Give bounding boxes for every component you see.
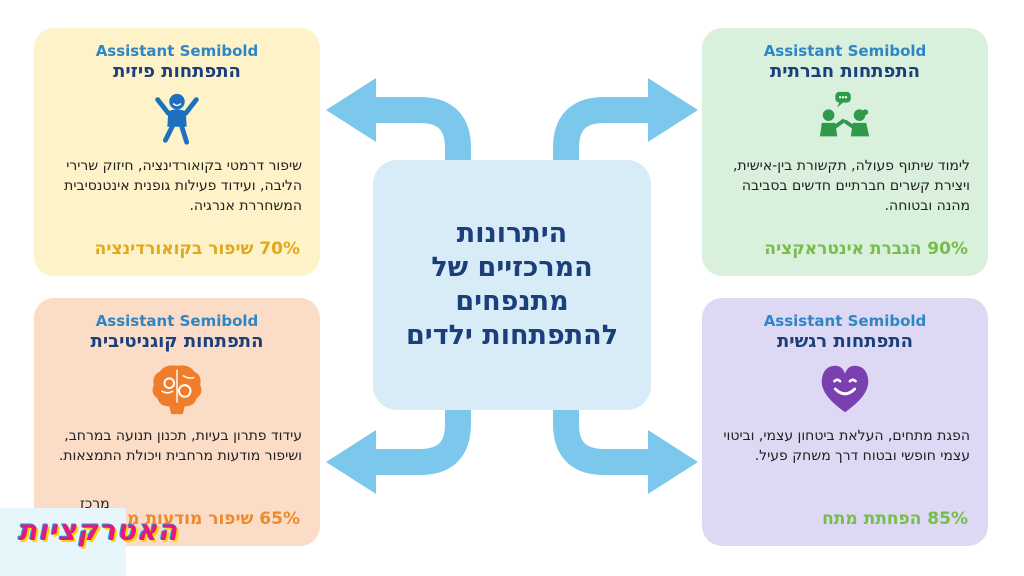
arrowhead-emotional	[648, 430, 698, 494]
brain-gears-icon	[152, 365, 202, 415]
card-stat: 85% הפחתת מתח	[822, 509, 968, 529]
card-stat: 70% שיפור בקואורדינציה	[94, 239, 300, 259]
center-title-line: המרכזיים של	[431, 252, 593, 283]
arrow-to-social	[553, 97, 652, 162]
card-social-development: Assistant Semibold התפתחות חברתית לימוד …	[702, 28, 988, 276]
card-title: התפתחות רגשית	[776, 331, 914, 352]
center-title-line: היתרונות	[456, 218, 568, 249]
smiling-heart-icon	[821, 365, 869, 413]
logo-small-text: מרכז	[80, 496, 110, 512]
brand-logo: מרכז האטרקציות	[0, 496, 177, 576]
font-note: Assistant Semibold	[95, 312, 259, 330]
font-note: Assistant Semibold	[763, 42, 927, 60]
font-note: Assistant Semibold	[95, 42, 259, 60]
card-description: לימוד שיתוף פעולה, תקשורת בין-אישית, ויצ…	[732, 158, 970, 214]
center-title-line: להתפתחות ילדים	[405, 320, 619, 351]
card-title: התפתחות פיזית	[113, 61, 241, 82]
jumping-child-icon	[155, 93, 199, 145]
card-stat: 90% הגברת אינטראקציה	[764, 239, 968, 259]
card-title: התפתחות חברתית	[770, 61, 920, 82]
arrow-to-emotional	[553, 410, 652, 475]
arrowhead-physical	[326, 78, 376, 142]
children-talking-icon	[819, 91, 870, 137]
arrow-to-cognitive	[372, 410, 471, 475]
card-description: עידוד פתרון בעיות, תכנון תנועה במרחב, וש…	[58, 428, 302, 464]
logo-background	[0, 508, 126, 576]
center-title: היתרונות המרכזיים של מתנפחים להתפתחות יל…	[406, 217, 618, 353]
card-emotional-development: Assistant Semibold התפתחות רגשית הפגת מת…	[702, 298, 988, 546]
card-description: הפגת מתחים, העלאת ביטחון עצמי, וביטוי עצ…	[723, 428, 970, 464]
card-physical-development: Assistant Semibold התפתחות פיזית שיפור ד…	[34, 28, 320, 276]
card-description: שיפור דרמטי בקואורדינציה, חיזוק שרירי הל…	[64, 158, 302, 214]
center-title-line: מתנפחים	[455, 286, 569, 317]
arrowhead-cognitive	[326, 430, 376, 494]
font-note: Assistant Semibold	[763, 312, 927, 330]
logo-main-text: האטרקציות	[18, 514, 179, 547]
center-title-box: היתרונות המרכזיים של מתנפחים להתפתחות יל…	[373, 160, 651, 410]
arrow-to-physical	[372, 97, 471, 162]
arrowhead-social	[648, 78, 698, 142]
card-title: התפתחות קוגניטיבית	[90, 331, 264, 352]
